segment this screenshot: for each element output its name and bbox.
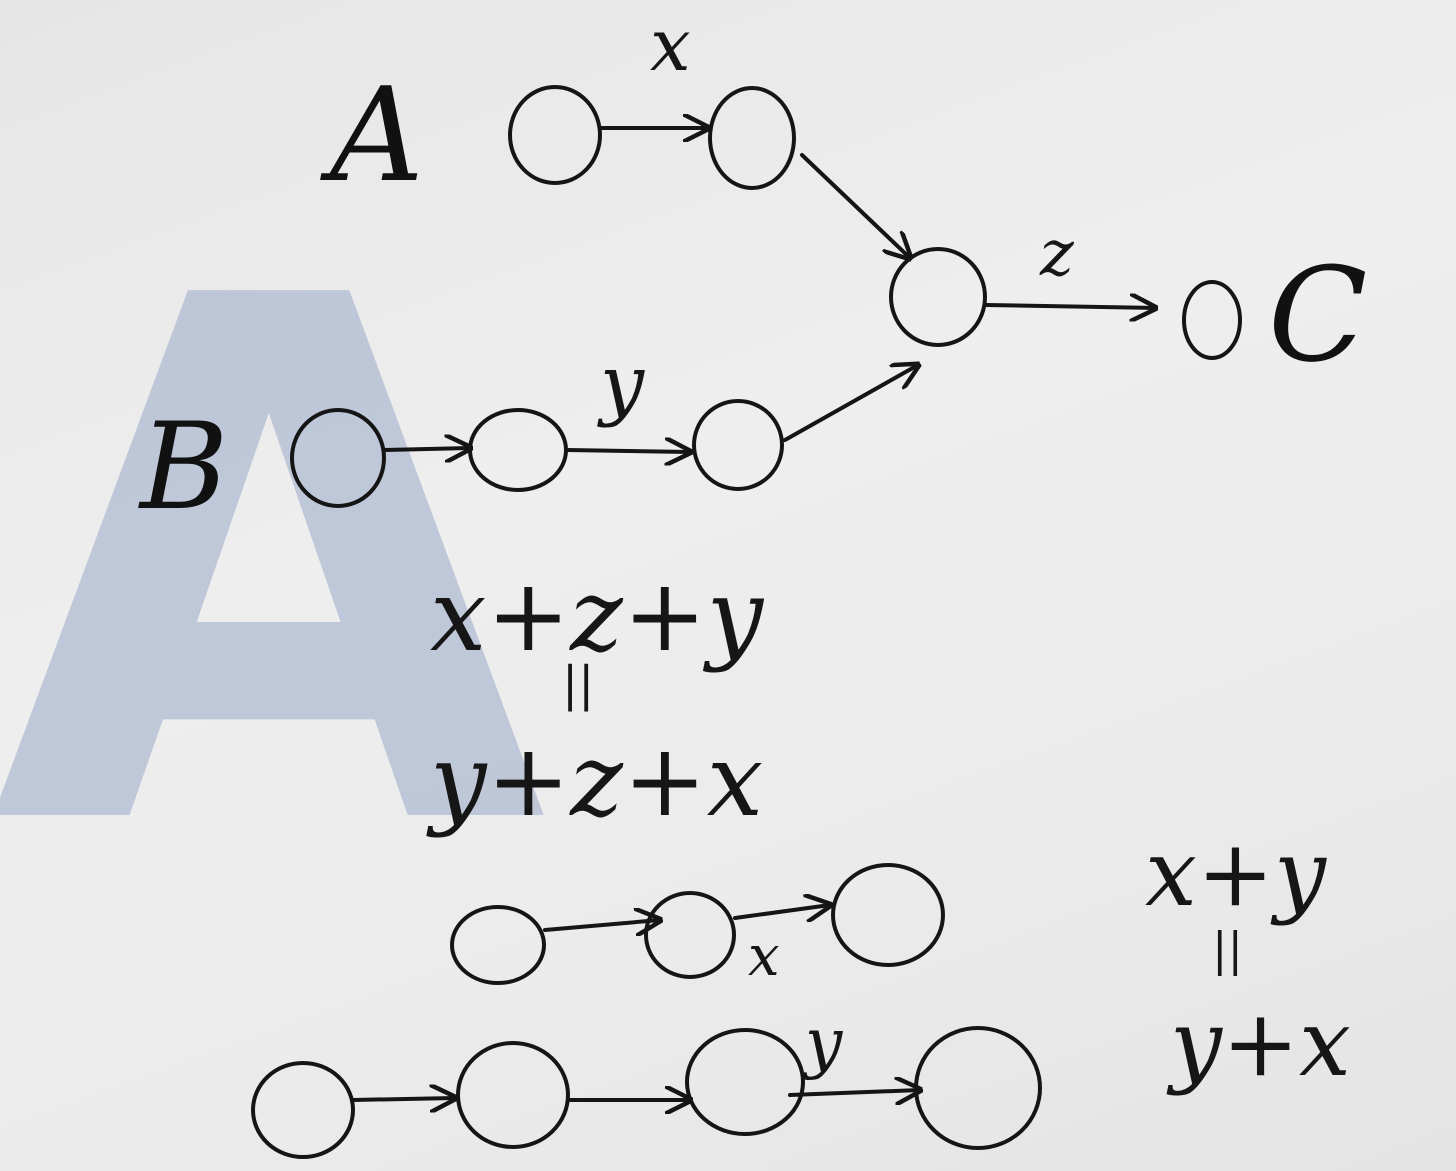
chain2-edge-1	[351, 1098, 455, 1100]
node-b1	[290, 408, 386, 508]
chain2-edge-label: y	[802, 1004, 843, 1081]
edge-b2-b3	[565, 450, 690, 452]
node-a2	[708, 86, 796, 190]
merge-node	[889, 247, 987, 347]
equation-line-1: x+z+y	[430, 557, 765, 674]
chain2-node-2	[456, 1041, 570, 1149]
watermark-letter: A	[0, 147, 553, 985]
chain1-edge-label: x	[748, 924, 780, 989]
node-c	[1182, 280, 1242, 360]
equation-line-2: y+z+x	[426, 722, 763, 839]
edge-b3-merge	[783, 365, 918, 442]
chain1-node-1	[450, 905, 546, 985]
edge-label-z: z	[1039, 217, 1075, 291]
label-b: B	[138, 398, 228, 537]
equals-sign-1: ||	[562, 656, 594, 712]
label-c: C	[1268, 239, 1367, 391]
edge-a2-merge	[800, 153, 910, 258]
edge-label-y-top: y	[597, 339, 645, 429]
edge-label-x-top: x	[650, 3, 691, 87]
chain1-node-3	[831, 863, 945, 967]
equals-sign-2: ||	[1212, 922, 1243, 976]
label-a: A	[320, 59, 424, 211]
edge-merge-c	[984, 305, 1155, 308]
chain1-edge-1	[543, 920, 660, 930]
chain2-node-3	[685, 1028, 805, 1136]
chain2-node-1	[251, 1061, 355, 1159]
node-b3	[692, 399, 784, 491]
equation-right-bottom: y+x	[1166, 990, 1351, 1097]
chain1-edge-2	[733, 905, 830, 918]
chain1-node-2	[644, 891, 736, 979]
node-a1	[508, 85, 602, 185]
edge-b1-b2	[383, 448, 470, 450]
chain2-edge-3	[788, 1090, 920, 1095]
chain2-node-4	[914, 1026, 1042, 1150]
equation-right-top: x+y	[1145, 820, 1327, 927]
